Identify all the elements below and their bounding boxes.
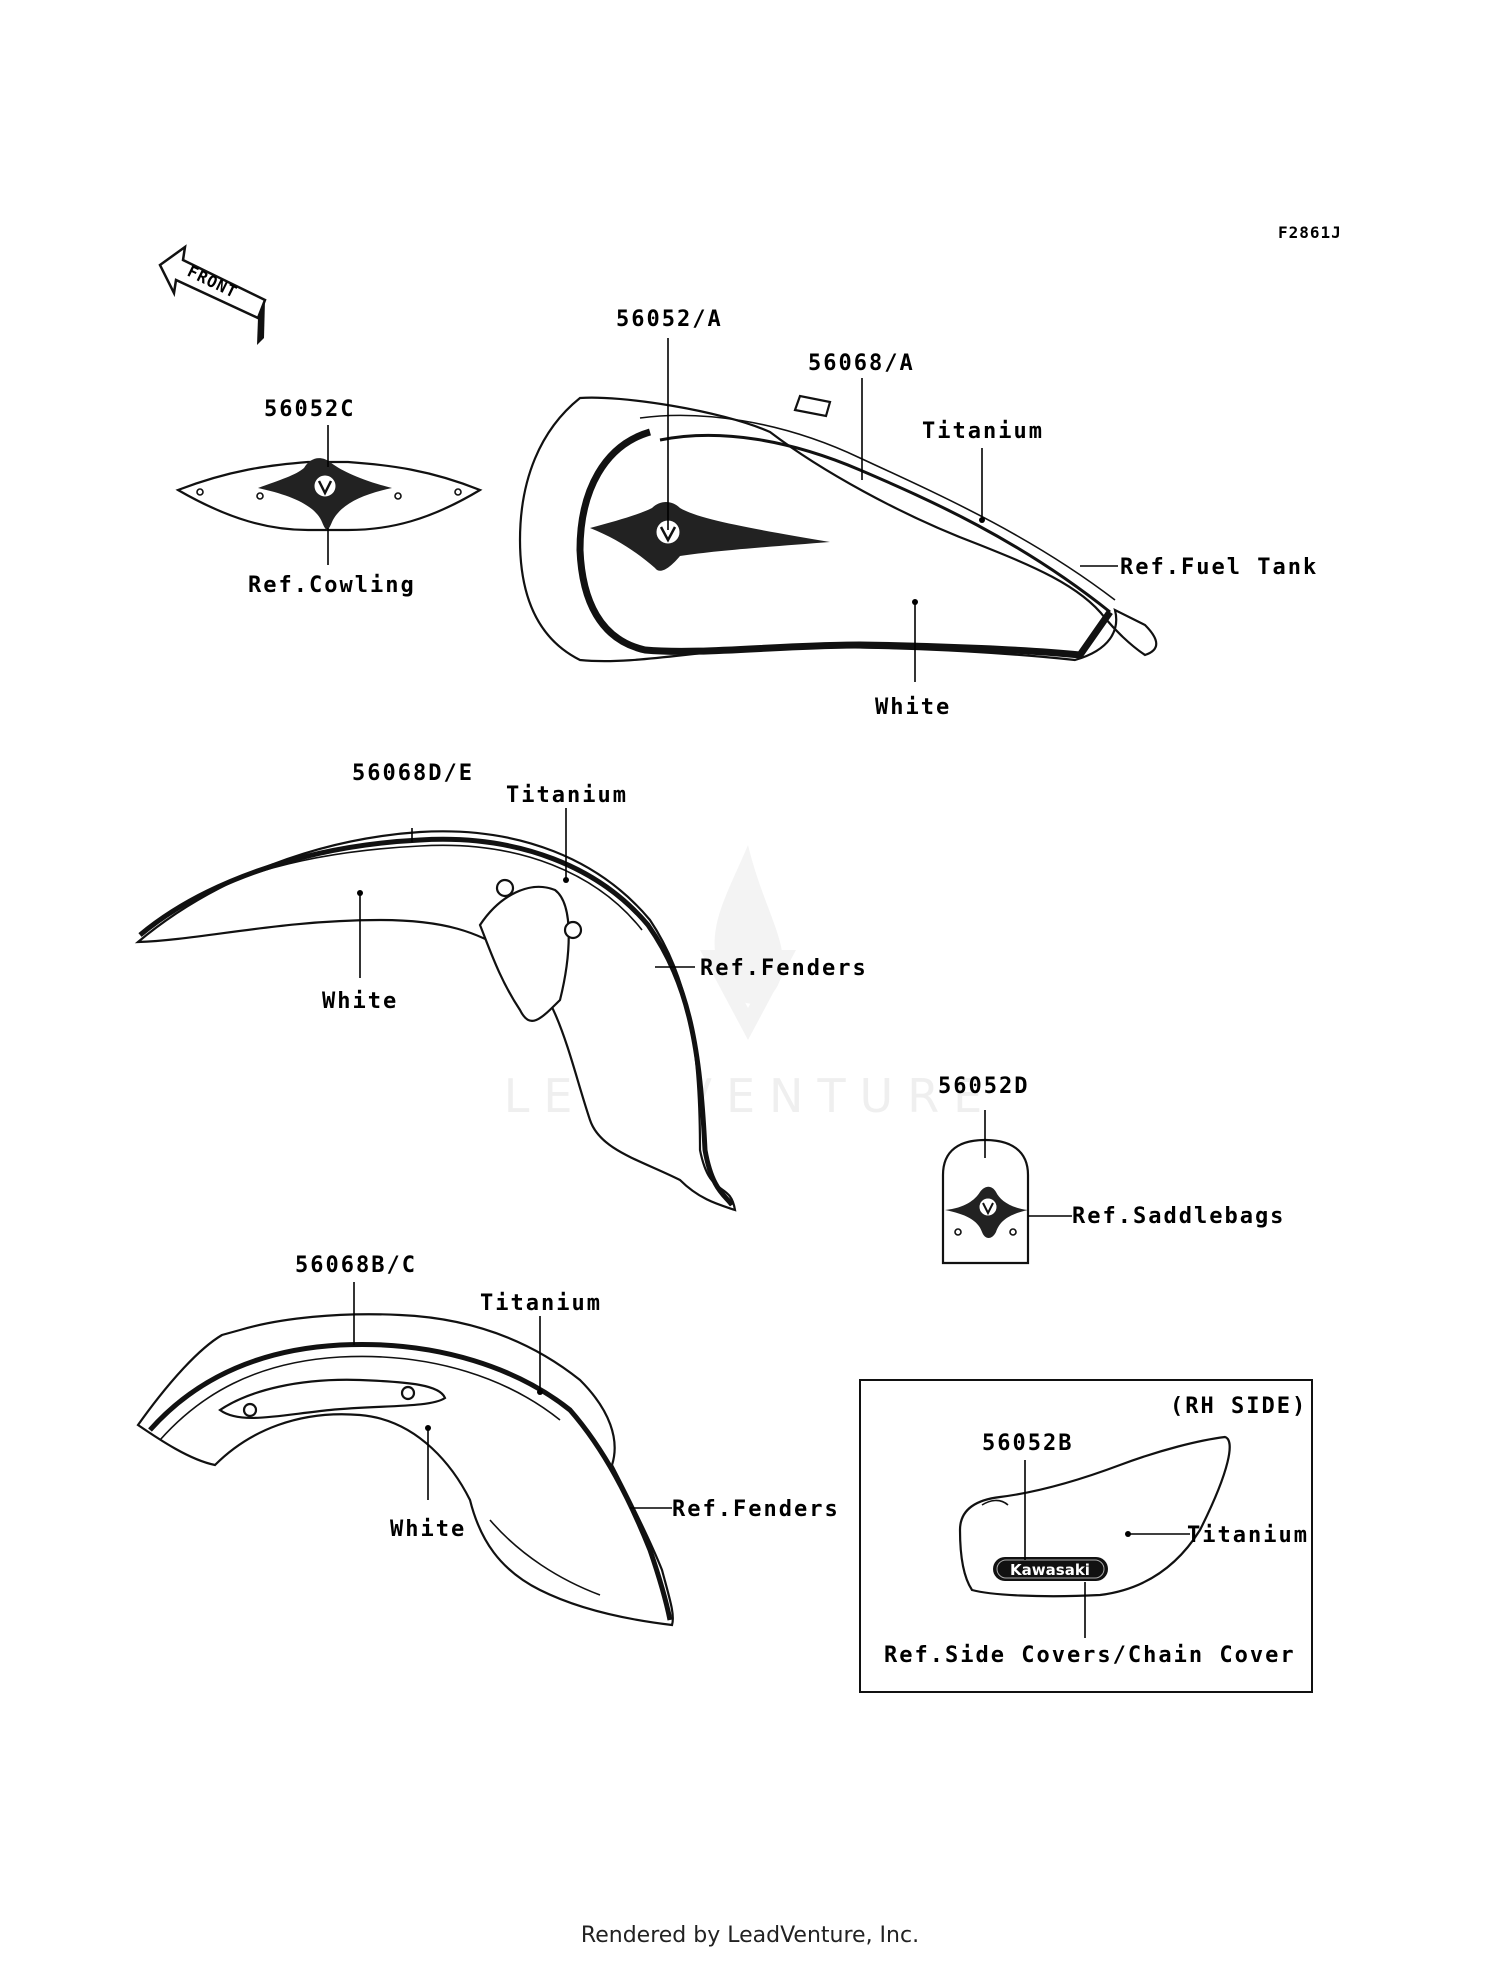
watermark-v-icon — [700, 950, 796, 1040]
front-fender-stripe-label: 56068D/E — [352, 761, 474, 786]
tank-titanium-label: Titanium — [922, 419, 1044, 444]
front-fender-group: 56068D/E Titanium Ref.Fenders White — [134, 761, 868, 1212]
fuel-tank-group: 56052/A 56068/A Titanium Ref.Fuel Tank W… — [518, 307, 1318, 720]
tank-white-label: White — [875, 695, 951, 720]
rear-fender-bolt — [242, 1402, 258, 1418]
rear-fender-ref-label: Ref.Fenders — [672, 1497, 840, 1522]
tank-stripe-label: 56068/A — [808, 351, 915, 376]
rear-fender-group: 56068B/C Titanium Ref.Fenders White — [136, 1253, 840, 1627]
v-logo-icon — [311, 472, 339, 500]
tank-emblem-icon — [590, 502, 830, 571]
fuel-tank-outline — [518, 396, 1158, 663]
tank-ref-label: Ref.Fuel Tank — [1120, 555, 1318, 580]
inset-title: (RH SIDE) — [1170, 1394, 1307, 1419]
front-fender-ref-label: Ref.Fenders — [700, 956, 868, 981]
inset-part-label: 56052B — [982, 1431, 1073, 1456]
fender-scoop — [478, 885, 570, 1022]
saddlebag-emblem-group: 56052D Ref.Saddlebags — [938, 1074, 1285, 1265]
cowling-emblem-group: 56052C Ref.Cowling — [175, 397, 483, 598]
kawasaki-badge-text: Kawasaki — [1010, 1561, 1090, 1579]
side-cover-outline — [958, 1435, 1231, 1598]
figure-code: F2861J — [1278, 223, 1342, 242]
fuel-cap — [793, 394, 832, 418]
rear-fender-hole-plate — [218, 1378, 447, 1419]
rear-fender-white-label: White — [390, 1517, 466, 1542]
front-fender-outline — [134, 830, 737, 1212]
rear-fender-stripe-label: 56068B/C — [295, 1253, 417, 1278]
inset-ref-label: Ref.Side Covers/Chain Cover — [884, 1643, 1296, 1668]
saddlebag-ref-label: Ref.Saddlebags — [1072, 1204, 1285, 1229]
fender-bolt — [495, 878, 515, 898]
saddlebag-part-label: 56052D — [938, 1074, 1029, 1099]
cowling-part-label: 56052C — [264, 397, 355, 422]
kawasaki-badge — [993, 1557, 1108, 1581]
rh-side-inset: (RH SIDE) Kawasaki 56052B Titanium Ref.S… — [859, 1379, 1313, 1693]
watermark-flame-icon — [714, 845, 784, 1004]
rear-fender-bolt — [400, 1385, 416, 1401]
inset-color-label: Titanium — [1187, 1523, 1309, 1548]
cowling-ref-label: Ref.Cowling — [248, 573, 416, 598]
front-arrow: FRONT — [158, 244, 267, 345]
front-fender-titanium-label: Titanium — [506, 783, 628, 808]
tank-emblem-label: 56052/A — [616, 307, 723, 332]
rear-fender-titanium-label: Titanium — [480, 1291, 602, 1316]
saddlebag-v-logo-icon — [976, 1195, 1000, 1219]
fender-bolt — [563, 920, 583, 940]
rear-fender-outline — [136, 1313, 674, 1627]
footer-credit: Rendered by LeadVenture, Inc. — [580, 1923, 920, 1948]
front-fender-white-label: White — [322, 989, 398, 1014]
